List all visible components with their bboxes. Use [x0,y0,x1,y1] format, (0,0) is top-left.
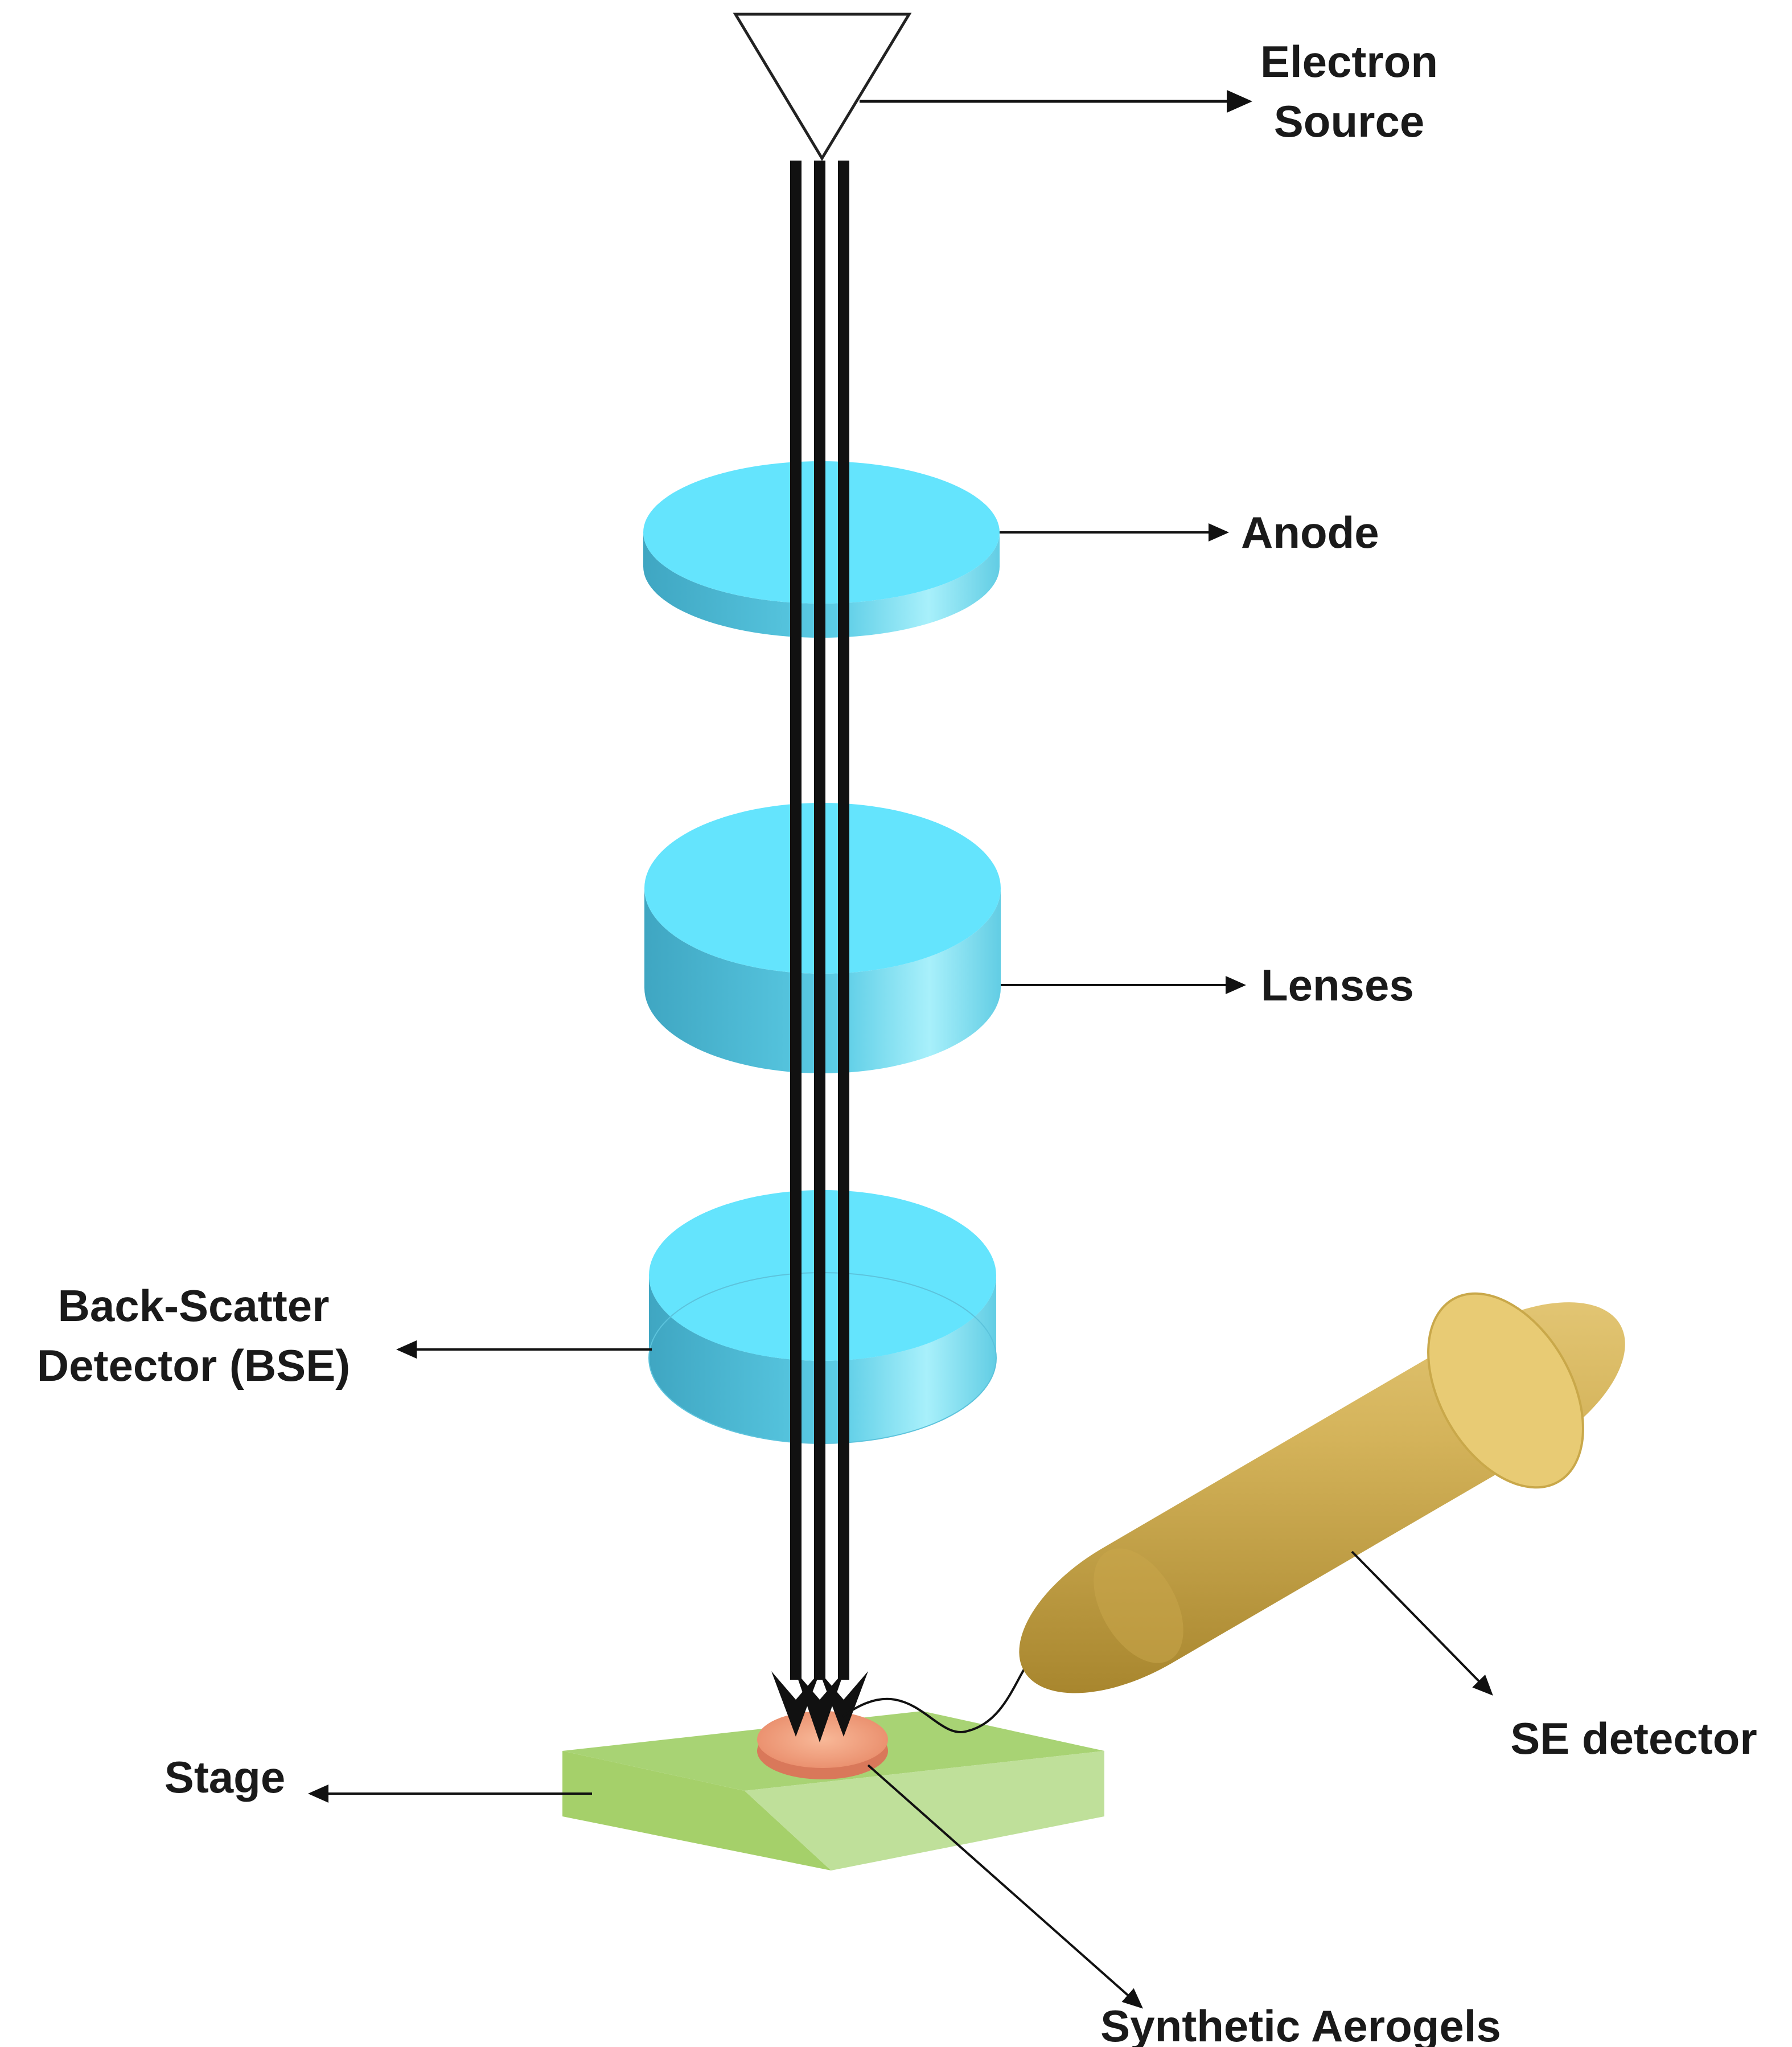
electron-source [733,13,912,161]
se-detector [1019,1292,1625,1693]
bse-detector-label-line2: Detector (BSE) [37,1340,350,1390]
lenses-label: Lenses [1261,960,1414,1010]
electron-beam [790,161,849,1680]
beam-arrowheads [771,1671,868,1742]
bse-detector-label: Back-Scatter [58,1281,330,1331]
synthetic-aerogels-pointer [867,1764,1143,2009]
se-detector-pointer [1351,1550,1493,1696]
se-detector-label: SE detector [1510,1713,1757,1763]
sample-synthetic-aerogel [757,1711,888,1779]
electron-source-label-line2: Source [1274,96,1424,146]
electron-source-label: Electron [1260,36,1438,87]
anode-label: Anode [1241,507,1379,557]
stage-label: Stage [165,1752,285,1802]
synthetic-aerogels-label: Synthetic Aerogels [1100,2001,1501,2047]
